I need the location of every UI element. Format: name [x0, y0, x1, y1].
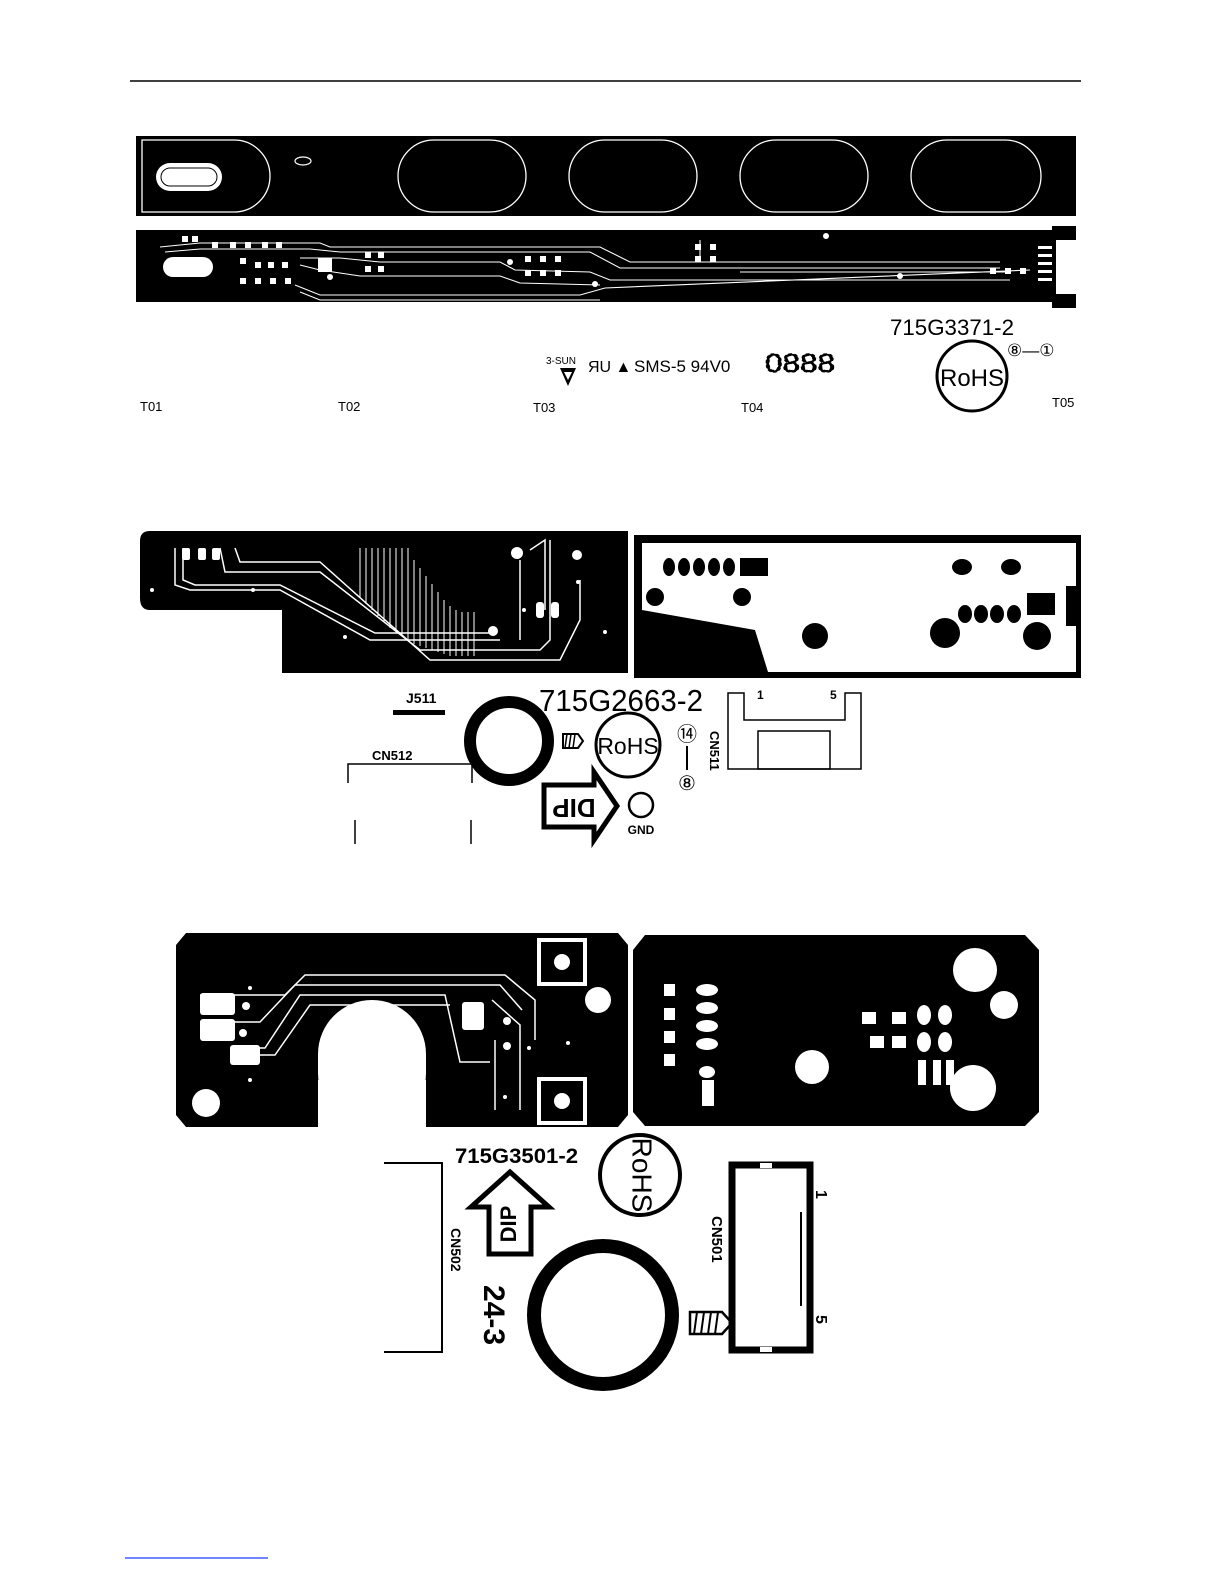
maker-logo-text: 3-SUN	[546, 356, 576, 367]
board1-front-strip	[136, 136, 1076, 216]
board2-j511-label: J511	[406, 690, 437, 706]
board2-pin-ref-bottom: ⑧	[678, 773, 696, 795]
board2-cn511-label: CN511	[707, 731, 722, 771]
screw-icon	[690, 1312, 732, 1334]
board2-pin-5: 5	[830, 688, 837, 702]
board3-part-number: 715G3501-2	[455, 1145, 578, 1168]
board3-left-copper	[176, 933, 628, 1127]
test-point-t02: T02	[338, 399, 360, 414]
maker-logo: 3-SUN	[546, 356, 576, 386]
board3-mount-hole	[534, 1246, 672, 1384]
board3-cn502-outline	[384, 1163, 442, 1352]
board3-dip-arrow: DIP	[471, 1172, 549, 1254]
board2-rohs-label: RoHS	[597, 733, 658, 759]
test-point-t03: T03	[533, 400, 555, 415]
board3-pin-5: 5	[812, 1315, 829, 1324]
board2-j511-bar	[393, 710, 445, 715]
board2-mount-hole	[470, 702, 548, 780]
board3-cn501-label: CN501	[708, 1216, 725, 1263]
board2-cn512-outline	[348, 764, 472, 844]
board3-pin-1: 1	[812, 1190, 829, 1199]
board2-dip-label: DIP	[552, 793, 595, 823]
test-point-t01: T01	[140, 399, 162, 414]
board3-size-code: 24-3	[477, 1285, 510, 1345]
board2-gnd-pad	[629, 793, 653, 817]
board2-dip-arrow: DIP	[544, 772, 617, 840]
board1-part-number: 715G3371-2	[890, 315, 1014, 340]
board2-pin-ref-top: ⑭	[677, 723, 697, 746]
board1-date-code: 0888	[765, 348, 835, 378]
board2-right-copper	[634, 535, 1081, 678]
board3-cn502-label: CN502	[448, 1228, 464, 1272]
board3-cn501-outline	[732, 1163, 810, 1352]
board3-right-copper	[633, 935, 1039, 1126]
test-point-t05: T05	[1052, 395, 1074, 410]
board2-gnd-label: GND	[628, 823, 655, 837]
board2-pin-1: 1	[757, 688, 764, 702]
board2-left-copper	[140, 531, 628, 673]
screw-icon	[563, 734, 583, 748]
board1-material: SMS-5 94V0	[634, 357, 730, 376]
board1-trace-strip	[136, 226, 1076, 308]
board3-rohs-label: RoHS	[627, 1138, 658, 1213]
board2-cn512-label: CN512	[372, 748, 412, 763]
board1-rohs-label: RoHS	[940, 365, 1004, 392]
board3-dip-label: DIP	[496, 1206, 521, 1243]
test-point-t04: T04	[741, 400, 763, 415]
ul-mark: ЯU ▲	[588, 359, 631, 376]
board1-pin-ref: ⑧—①	[1007, 341, 1054, 360]
board2-cn511-outline	[728, 693, 861, 769]
